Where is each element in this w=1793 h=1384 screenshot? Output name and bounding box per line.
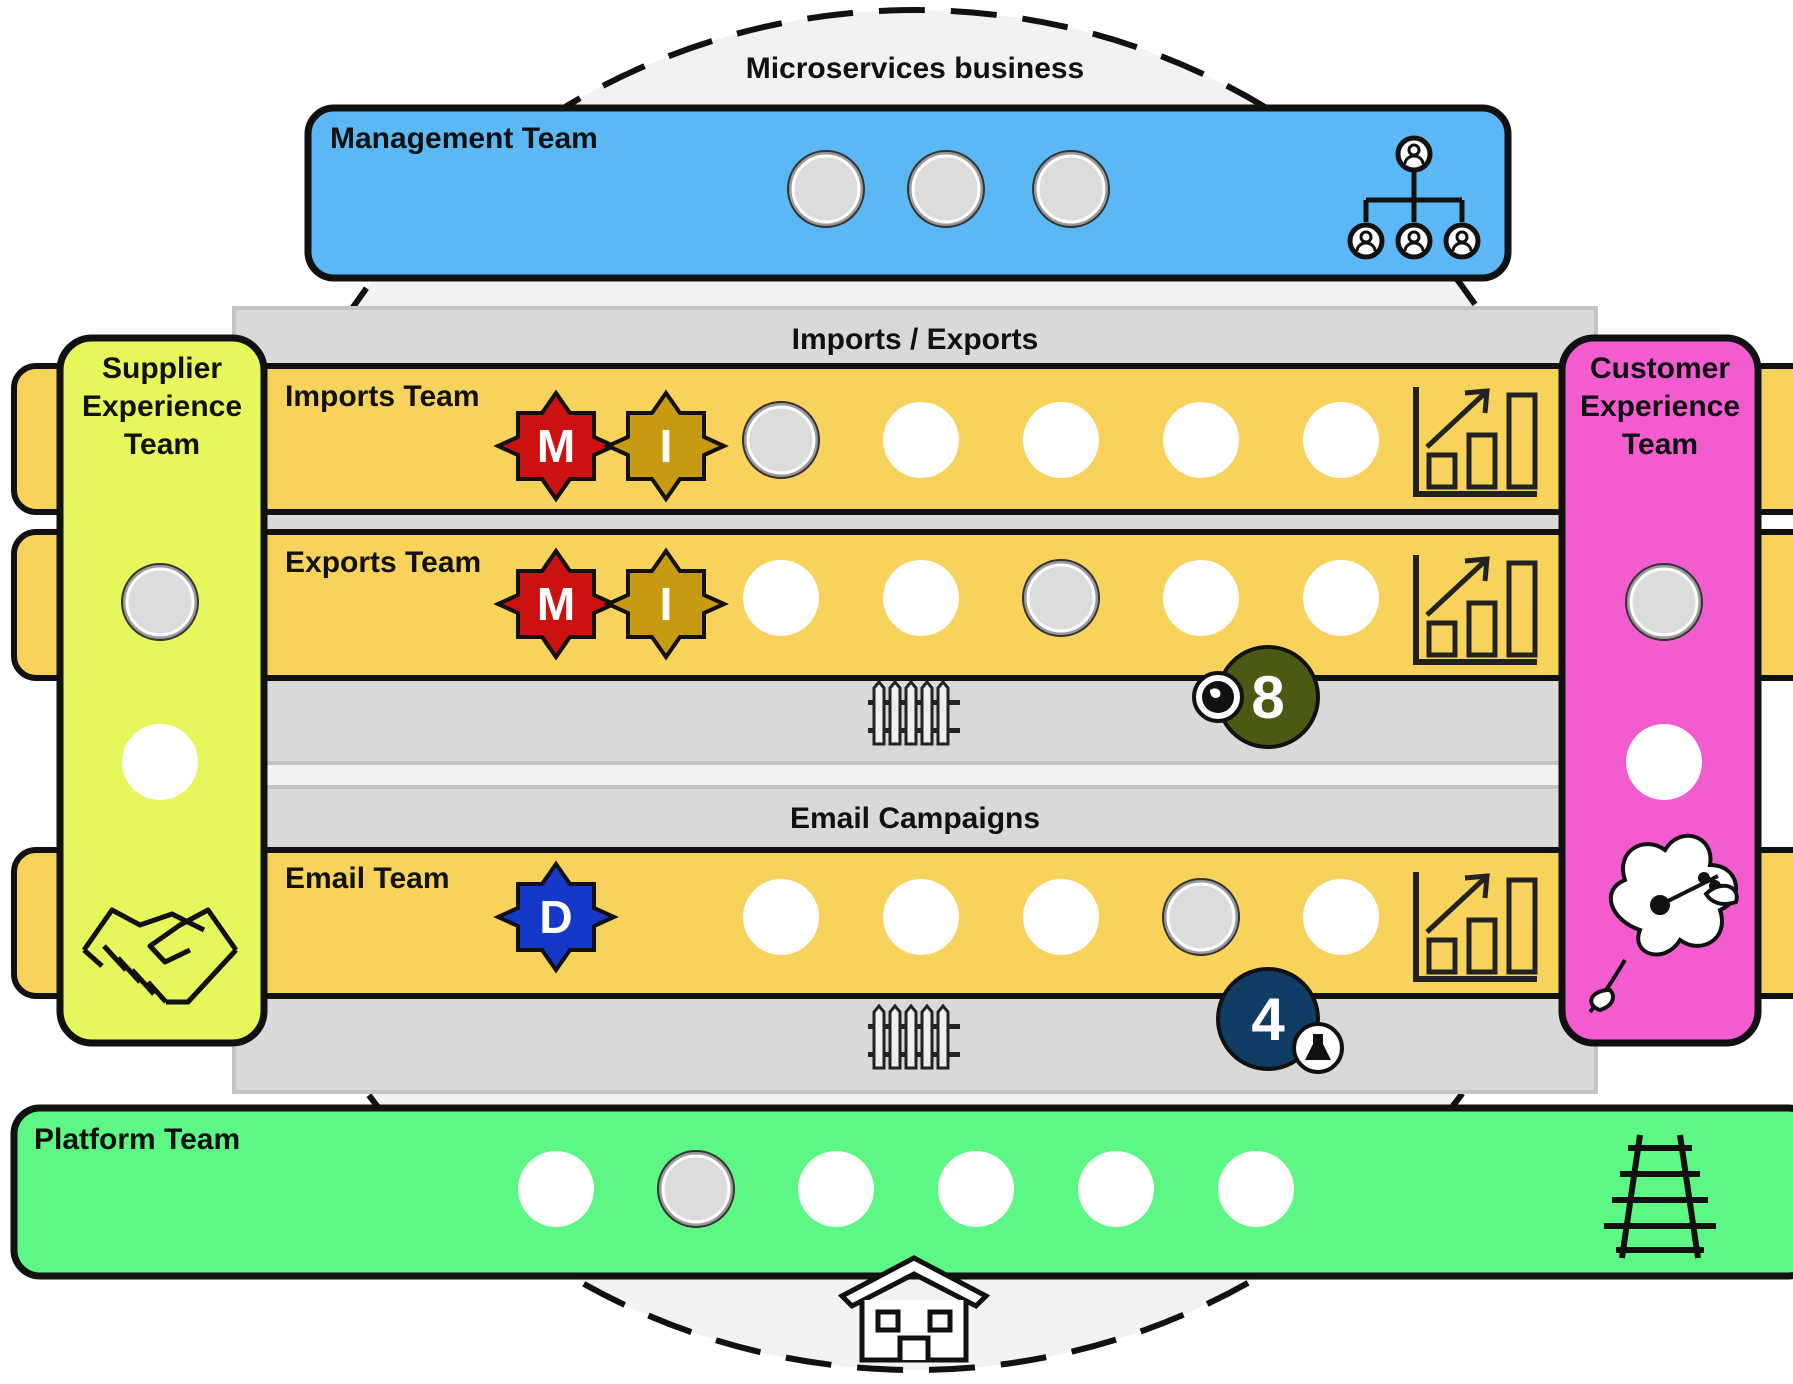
platform-team-box xyxy=(10,1104,1793,1280)
fence-icon xyxy=(866,1004,962,1070)
empty-slot xyxy=(1626,724,1702,800)
empty-slot xyxy=(883,402,959,478)
org-chart-icon xyxy=(1350,138,1478,257)
marker-8: 8 xyxy=(1192,645,1320,749)
empty-slot xyxy=(1078,1151,1154,1227)
hibiscus-icon xyxy=(1588,833,1739,1014)
customer-title-line: Experience xyxy=(1580,390,1740,423)
empty-slot xyxy=(883,879,959,955)
money-mouth-face-icon xyxy=(906,149,986,229)
platform-team-title: Platform Team xyxy=(34,1123,240,1156)
empty-slot xyxy=(743,879,819,955)
flask-icon xyxy=(1292,1022,1344,1074)
empty-slot xyxy=(1303,879,1379,955)
fence-icon xyxy=(866,680,962,746)
laughing-squint-face-icon xyxy=(1624,562,1704,642)
badge-i: I xyxy=(603,389,729,503)
supplier-title-line: Supplier xyxy=(102,352,222,385)
grinning-sweat-face-icon xyxy=(786,149,866,229)
neutral-face-icon xyxy=(120,562,200,642)
railway-track-icon xyxy=(1604,1134,1716,1259)
empty-slot xyxy=(1303,402,1379,478)
empty-slot xyxy=(1163,560,1239,636)
svg-text:8: 8 xyxy=(1251,664,1284,731)
business-title: Microservices business xyxy=(746,52,1085,85)
email-campaigns-area-title: Email Campaigns xyxy=(790,802,1040,835)
customer-title-line: Customer xyxy=(1590,352,1730,385)
empty-slot xyxy=(1023,879,1099,955)
svg-text:M: M xyxy=(537,420,575,472)
svg-text:4: 4 xyxy=(1251,986,1285,1053)
winking-face-icon xyxy=(1021,558,1101,638)
globe-icon xyxy=(1192,671,1244,723)
empty-slot xyxy=(743,560,819,636)
svg-text:I: I xyxy=(660,578,673,630)
marker-4: 4 xyxy=(1216,967,1344,1074)
badge-i: I xyxy=(603,547,729,661)
supplier-title-line: Experience xyxy=(82,390,242,423)
empty-slot xyxy=(798,1151,874,1227)
empty-slot xyxy=(518,1151,594,1227)
empty-slot xyxy=(1023,402,1099,478)
confused-face-icon xyxy=(741,400,821,480)
empty-slot xyxy=(883,560,959,636)
svg-text:D: D xyxy=(539,891,572,943)
house-icon xyxy=(837,1255,991,1363)
empty-slot xyxy=(938,1151,1014,1227)
supplier-experience-team-box xyxy=(56,334,268,1047)
supplier-title-line: Team xyxy=(124,428,200,461)
imports-exports-area-title: Imports / Exports xyxy=(792,323,1039,356)
management-team-title: Management Team xyxy=(330,122,598,155)
empty-slot xyxy=(122,724,198,800)
relieved-face-icon xyxy=(656,1149,736,1229)
empty-slot xyxy=(1163,402,1239,478)
badge-m: M xyxy=(493,547,619,661)
badge-d: D xyxy=(493,860,619,974)
empty-slot xyxy=(1218,1151,1294,1227)
customer-title-line: Team xyxy=(1622,428,1698,461)
rolling-eyes-face-icon xyxy=(1031,149,1111,229)
yum-face-icon xyxy=(1161,877,1241,957)
handshake-icon xyxy=(81,907,239,1005)
email-team-title: Email Team xyxy=(285,862,450,895)
imports-team-title: Imports Team xyxy=(285,380,480,413)
empty-slot xyxy=(1303,560,1379,636)
exports-team-title: Exports Team xyxy=(285,546,481,579)
badge-m: M xyxy=(493,389,619,503)
svg-text:I: I xyxy=(660,420,673,472)
svg-text:M: M xyxy=(537,578,575,630)
